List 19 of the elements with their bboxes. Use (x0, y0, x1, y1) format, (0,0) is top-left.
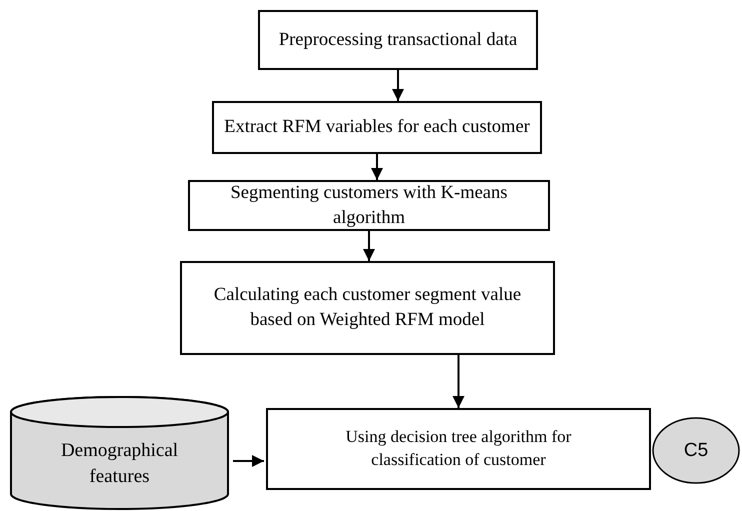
node-label: Demographical features (60, 439, 180, 489)
process-box (266, 408, 651, 490)
node-label: Segmenting customers with K-means algorithm (230, 182, 508, 230)
process-box (212, 101, 542, 154)
process-box (180, 261, 555, 355)
database-cylinder (10, 397, 229, 509)
arrow (371, 154, 383, 180)
process-box (258, 10, 538, 70)
node-label: C5 (684, 438, 708, 463)
algorithm-ellipse (652, 417, 740, 484)
arrow (363, 231, 375, 261)
arrow (233, 455, 264, 467)
arrow (452, 355, 464, 408)
node-label: Extract RFM variables for each customer (224, 116, 530, 140)
node-label: Preprocessing transactional data (278, 28, 518, 52)
process-box (188, 180, 550, 231)
node-label: Using decision tree algorithm for classification of customer (344, 426, 572, 471)
arrow (392, 70, 404, 101)
node-label: Calculating each customer segment value based on Weighted RFM model (212, 284, 522, 332)
